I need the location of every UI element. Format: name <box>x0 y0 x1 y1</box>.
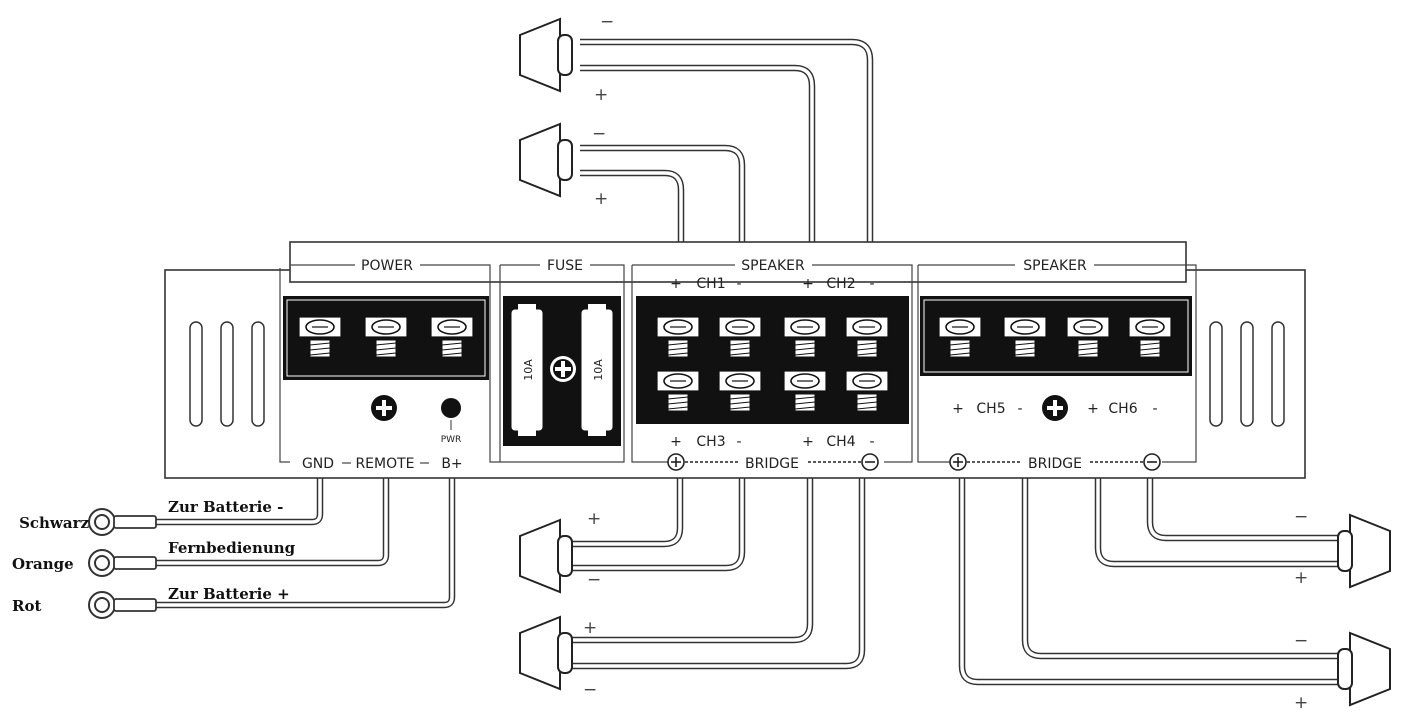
ch6-label: CH6 <box>1108 401 1137 417</box>
svg-text:-: - <box>736 434 741 450</box>
svg-text:+: + <box>1294 693 1308 713</box>
svg-text:+: + <box>802 276 814 292</box>
cable-color-black: Schwarz <box>19 514 89 532</box>
pwr-led <box>441 398 461 418</box>
svg-text:+: + <box>594 189 608 209</box>
power-terminal-block <box>283 296 489 380</box>
svg-text:−: − <box>600 12 614 32</box>
svg-text:-: - <box>869 276 874 292</box>
svg-text:+: + <box>952 401 964 417</box>
bridge-left-label: BRIDGE <box>745 456 799 472</box>
bridge-right: BRIDGE <box>949 453 1161 472</box>
vent-slots-right <box>1209 321 1285 427</box>
wire-label-battery-plus: Zur Batterie + <box>168 585 290 603</box>
ring-terminal-orange <box>88 549 157 577</box>
svg-text:−: − <box>592 124 606 144</box>
cable-color-orange: Orange <box>12 555 74 573</box>
speaker-left-title: SPEAKER <box>741 258 805 274</box>
speaker-top-2: − + <box>519 123 608 209</box>
svg-text:−: − <box>1294 631 1308 651</box>
svg-text:+: + <box>802 434 814 450</box>
fuse-title: FUSE <box>547 258 583 274</box>
svg-text:+: + <box>670 276 682 292</box>
wire-label-remote: Fernbedienung <box>168 539 296 557</box>
svg-text:+: + <box>583 618 597 638</box>
vent-slots-left <box>189 321 265 427</box>
svg-text:-: - <box>869 434 874 450</box>
wire-label-battery-minus: Zur Batterie - <box>168 498 283 516</box>
pwr-label: PWR <box>441 435 462 445</box>
ring-terminal-red <box>88 591 157 619</box>
svg-text:-: - <box>736 276 741 292</box>
terminal-gnd-label: GND <box>302 456 334 472</box>
svg-text:10A: 10A <box>592 359 605 381</box>
svg-text:−: − <box>587 570 601 590</box>
speaker-top-1: − + <box>519 12 614 105</box>
svg-text:−: − <box>583 680 597 700</box>
fuse-section: FUSE 10A 10A <box>499 258 625 463</box>
terminal-bplus-label: B+ <box>441 456 462 472</box>
ch5-label: CH5 <box>976 401 1005 417</box>
power-wires <box>150 470 456 609</box>
terminal-remote-label: REMOTE <box>355 456 414 472</box>
speaker-section-right: SPEAKER + CH5 - + CH6 - BRIDGE <box>917 258 1197 472</box>
fuse-right: 10A <box>581 304 613 436</box>
cable-color-red: Rot <box>12 597 41 615</box>
svg-text:-: - <box>1152 401 1157 417</box>
svg-text:+: + <box>587 509 601 529</box>
bridge-right-label: BRIDGE <box>1028 456 1082 472</box>
power-section: POWER PWR GND REMOTE B+ <box>279 258 500 472</box>
fuse-left: 10A <box>511 304 543 436</box>
svg-text:+: + <box>594 85 608 105</box>
power-screw-icon <box>371 395 397 421</box>
ch4-label: CH4 <box>826 434 855 450</box>
speaker-bottom-left-1: + − <box>519 509 601 593</box>
speaker-bottom-left-2: + − <box>519 616 597 700</box>
fuse-screw-icon <box>550 356 576 382</box>
speaker-right-screw-icon <box>1042 395 1068 421</box>
speaker-right-1: − + <box>1294 507 1391 588</box>
ch2-label: CH2 <box>826 276 855 292</box>
bridge-left: BRIDGE <box>667 453 879 472</box>
speaker-section-left: SPEAKER + CH1 - + CH2 - + CH3 - + CH4 - … <box>631 258 913 472</box>
speaker-right-title: SPEAKER <box>1023 258 1087 274</box>
power-title: POWER <box>361 258 413 274</box>
svg-text:+: + <box>1294 568 1308 588</box>
svg-text:+: + <box>670 434 682 450</box>
speaker-wires <box>570 38 1340 686</box>
ring-terminal-black <box>88 508 157 536</box>
svg-text:−: − <box>1294 507 1308 527</box>
speaker-right-2: − + <box>1294 631 1391 713</box>
ch1-label: CH1 <box>696 276 725 292</box>
svg-text:10A: 10A <box>522 359 535 381</box>
svg-text:+: + <box>1087 401 1099 417</box>
svg-text:-: - <box>1017 401 1022 417</box>
ch3-label: CH3 <box>696 434 725 450</box>
